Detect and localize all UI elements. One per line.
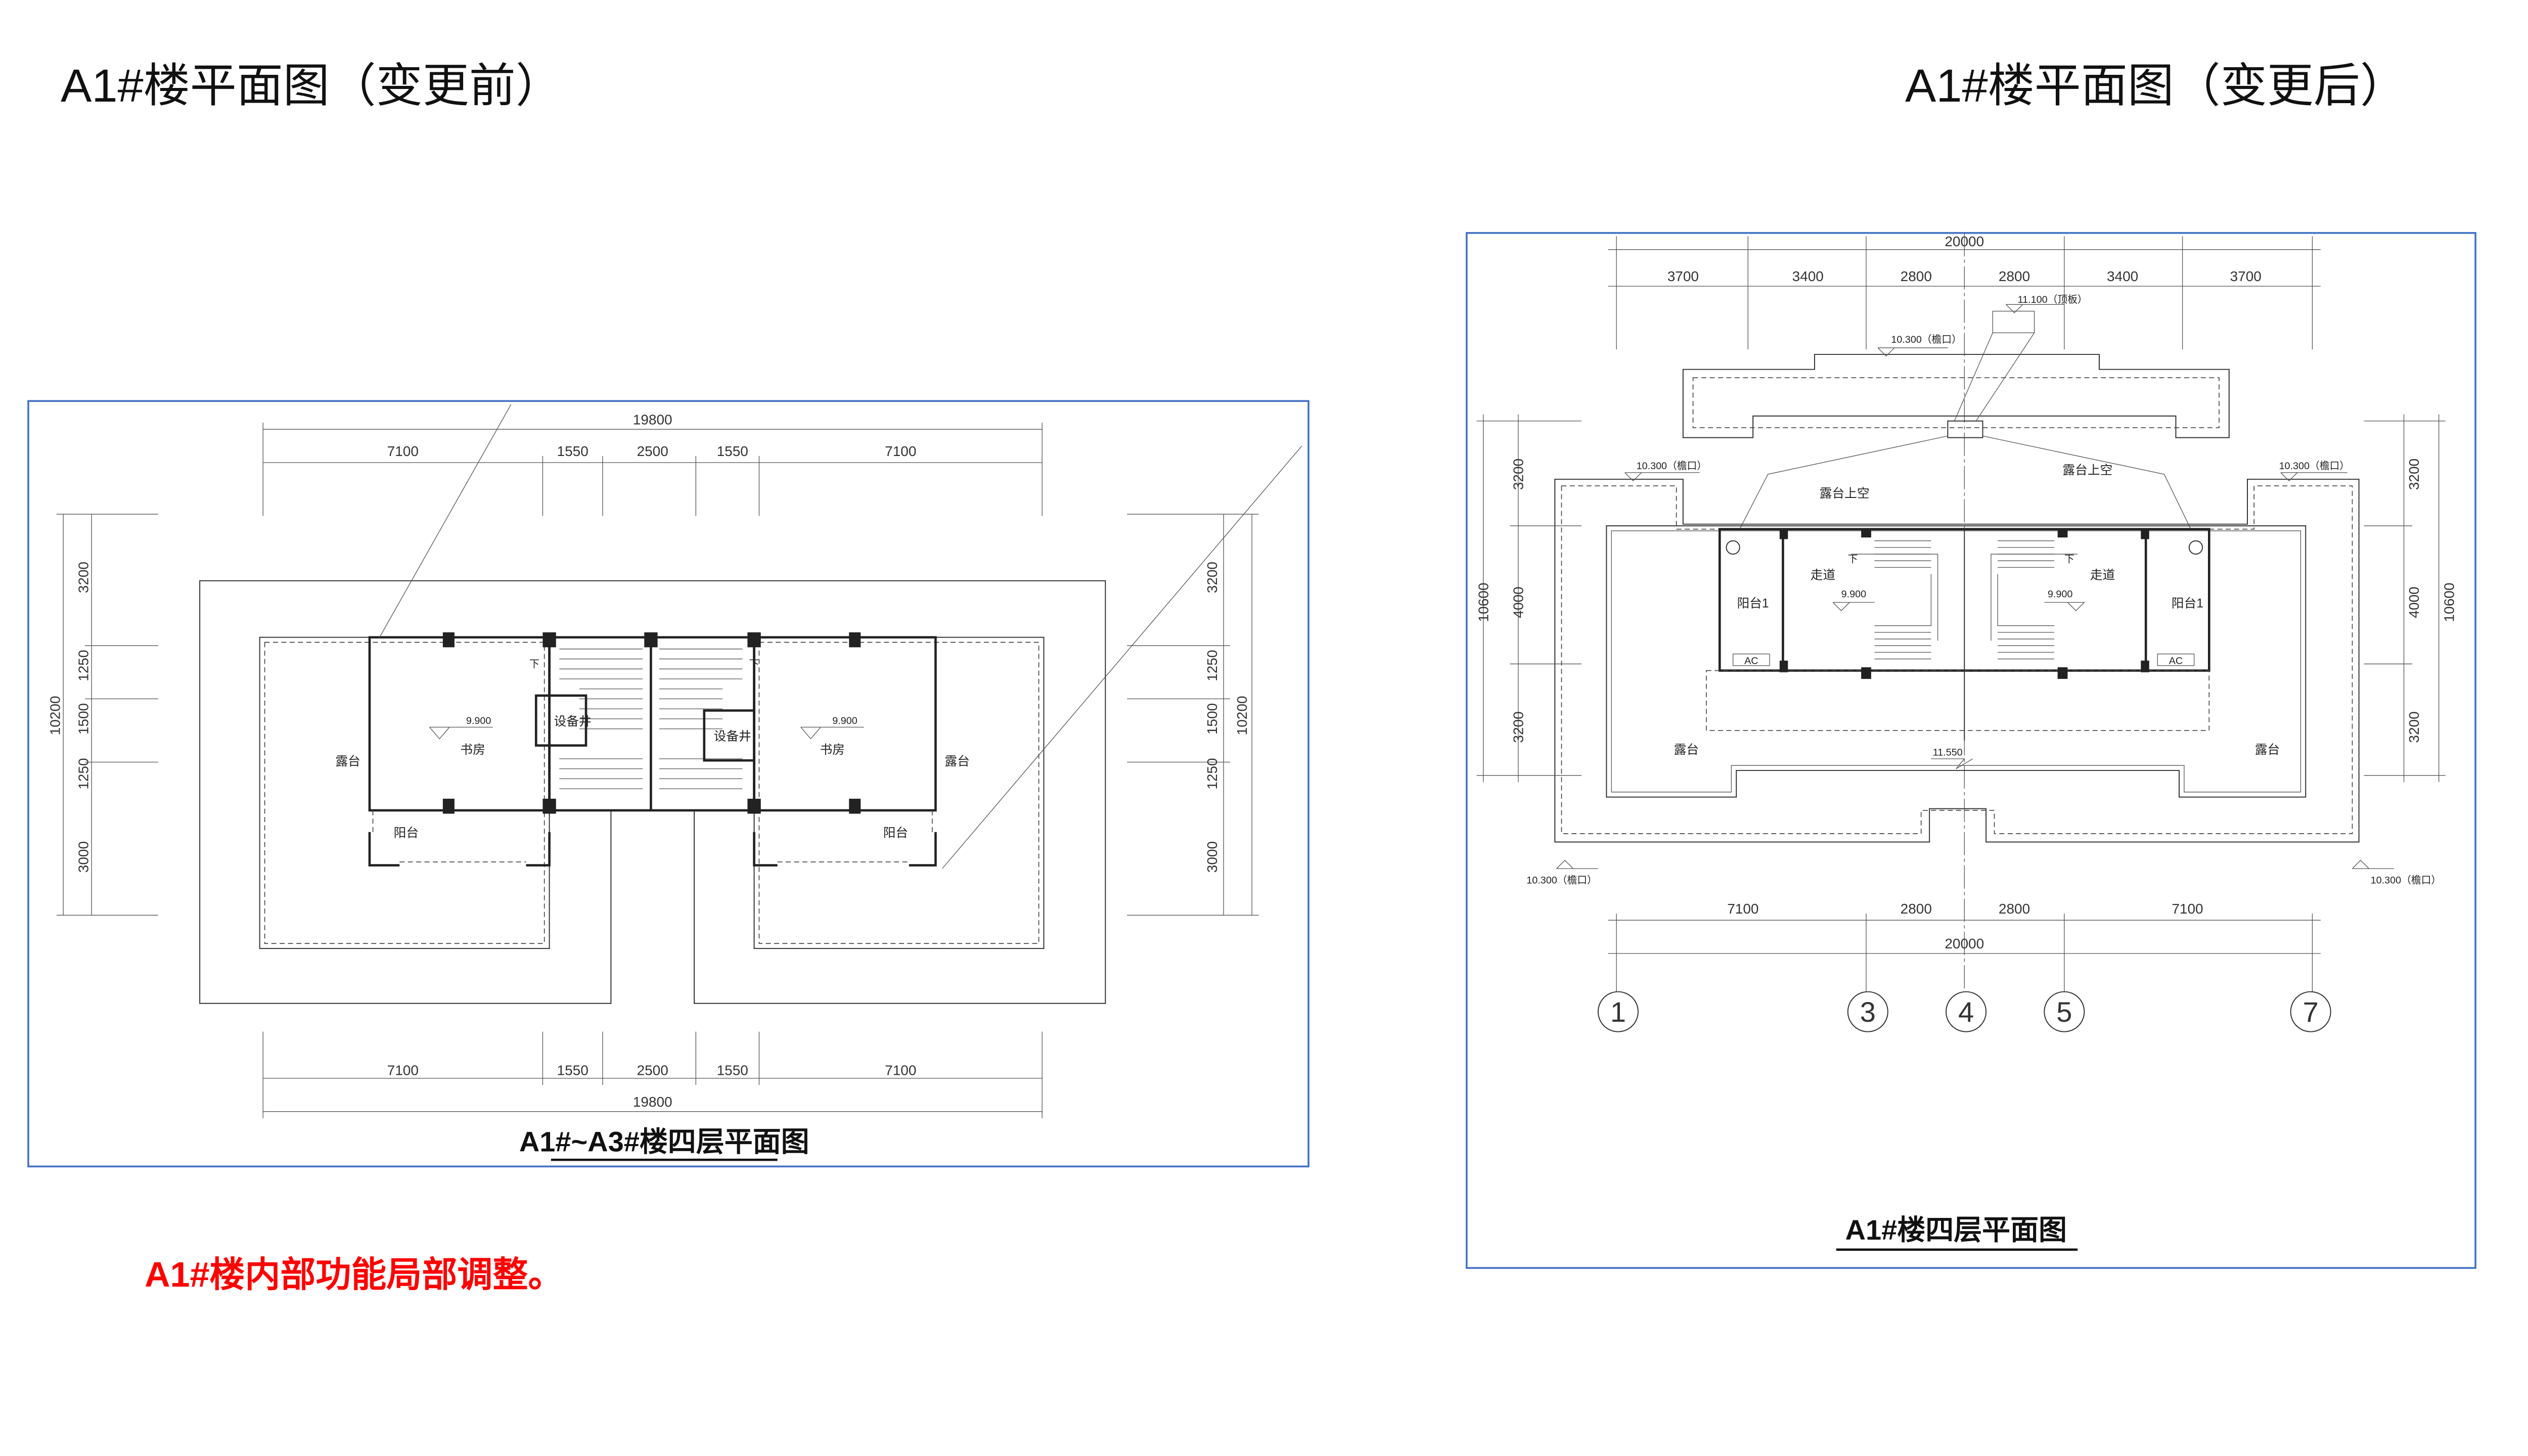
room-label-balcony: 阳台 [883, 826, 908, 840]
level-label: 10.300（檐口） [1891, 334, 1961, 345]
dim-label: 1500 [1204, 703, 1220, 735]
dim-label: 4000 [2406, 586, 2422, 618]
level-label: 9.900 [832, 715, 857, 726]
dim-label: 4000 [1511, 586, 1526, 618]
dim-label: 1500 [76, 703, 92, 735]
dim-label: 3200 [76, 562, 92, 593]
dim-label: 19800 [633, 412, 672, 427]
dim-label: 3700 [1667, 268, 1699, 284]
ac-label: AC [2169, 655, 2183, 666]
dim-label: 1550 [557, 443, 589, 459]
room-label-corridor: 走道 [1811, 568, 1835, 582]
stair-down-label: 下 [749, 659, 759, 670]
title-after-change: A1#楼平面图（变更后） [1905, 60, 2407, 112]
plan-after-frame [1465, 232, 2476, 1269]
dim-label: 1250 [76, 758, 92, 789]
stair-down-label: 下 [529, 659, 539, 670]
dim-label: 2800 [1999, 268, 2030, 284]
room-label-terrace: 露台 [1674, 743, 1699, 757]
room-label-terrace: 露台 [945, 754, 970, 768]
dim-label: 10600 [1476, 583, 1492, 622]
dim-label: 7100 [2172, 901, 2203, 917]
level-label: 10.300（檐口） [1637, 461, 1707, 472]
dim-label: 2800 [1901, 901, 1932, 917]
dim-label: 2800 [1901, 268, 1932, 284]
dim-label: 3200 [1511, 459, 1526, 490]
dim-label: 1550 [717, 1062, 748, 1078]
axis-bubble-3: 3 [1847, 991, 1888, 1032]
room-label-balcony: 阳台 [394, 826, 419, 840]
dim-label: 1250 [1204, 758, 1220, 789]
ac-label: AC [1744, 655, 1758, 666]
axis-bubble-7: 7 [2290, 991, 2331, 1032]
stair-down-label: 下 [1848, 554, 1858, 565]
dim-label: 1550 [557, 1062, 589, 1078]
dim-label: 10200 [48, 696, 63, 735]
dim-label: 1250 [76, 650, 92, 681]
room-label-study: 书房 [460, 743, 485, 757]
level-label: 9.900 [1841, 589, 1866, 600]
dim-label: 2800 [1999, 901, 2030, 917]
axis-bubble-5: 5 [2044, 991, 2085, 1032]
dim-label: 3200 [1204, 562, 1220, 593]
room-label-void: 露台上空 [2063, 463, 2113, 477]
change-note: A1#楼内部功能局部调整。 [145, 1255, 564, 1294]
plan-caption: A1#~A3#楼四层平面图 [519, 1126, 809, 1158]
svg-text:7: 7 [2303, 996, 2319, 1028]
dim-label: 7100 [387, 1062, 419, 1078]
dim-label: 1550 [717, 443, 748, 459]
dim-label: 7100 [885, 1062, 916, 1078]
dim-label: 7100 [885, 443, 916, 459]
dim-label: 3200 [2406, 711, 2422, 743]
dim-label: 3200 [2406, 459, 2422, 490]
svg-text:5: 5 [2056, 996, 2072, 1028]
dim-label: 19800 [633, 1094, 672, 1110]
dim-label: 3000 [1204, 841, 1220, 873]
room-label-study: 书房 [820, 743, 845, 757]
axis-bubble-4: 4 [1946, 991, 1987, 1032]
plan-before-frame [27, 400, 1310, 1168]
dim-label: 3400 [1792, 268, 1824, 284]
room-label-corridor: 走道 [2090, 568, 2115, 582]
level-label: 9.900 [466, 715, 491, 726]
dim-label: 7100 [1727, 901, 1758, 917]
room-label-balcony: 阳台1 [1737, 596, 1769, 610]
level-label: 11.550 [1933, 747, 1963, 758]
svg-text:4: 4 [1958, 996, 1974, 1028]
dim-label: 20000 [1945, 936, 1984, 951]
dim-label: 2500 [637, 1062, 668, 1078]
level-label: 9.900 [2048, 589, 2072, 600]
level-label: 11.100（顶板） [2018, 294, 2088, 305]
dim-label: 7100 [387, 443, 419, 459]
plan-before: 19800 7100 1550 2500 1550 7100 7100 1550… [27, 400, 1310, 1168]
level-label: 10.300（檐口） [2279, 461, 2350, 472]
axis-bubble-1: 1 [1597, 991, 1639, 1032]
room-label-terrace: 露台 [2255, 743, 2280, 757]
room-label-void: 露台上空 [1820, 486, 1870, 500]
level-label: 10.300（檐口） [2371, 875, 2441, 886]
dim-label: 3000 [76, 841, 92, 873]
room-label-terrace: 露台 [335, 754, 360, 768]
title-before-change: A1#楼平面图（变更前） [61, 60, 562, 112]
svg-text:3: 3 [1860, 996, 1876, 1028]
dim-label: 3400 [2107, 268, 2138, 284]
dim-label: 10600 [2441, 583, 2457, 622]
dim-label: 10200 [1234, 696, 1250, 735]
dim-label: 3200 [1511, 711, 1526, 743]
plan-caption: A1#楼四层平面图 [1845, 1214, 2067, 1246]
dim-label: 1250 [1204, 650, 1220, 681]
dim-label: 3700 [2230, 268, 2262, 284]
room-label-shaft: 设备井 [714, 730, 751, 744]
dim-label: 2500 [637, 443, 668, 459]
plan-after: 20000 3700 3400 2800 2800 3400 3700 [1465, 232, 2476, 1269]
stair-down-label: 下 [2064, 554, 2074, 565]
room-label-shaft: 设备井 [554, 714, 592, 729]
room-label-balcony: 阳台1 [2172, 596, 2203, 610]
level-label: 10.300（檐口） [1526, 875, 1597, 886]
svg-text:1: 1 [1610, 996, 1626, 1028]
